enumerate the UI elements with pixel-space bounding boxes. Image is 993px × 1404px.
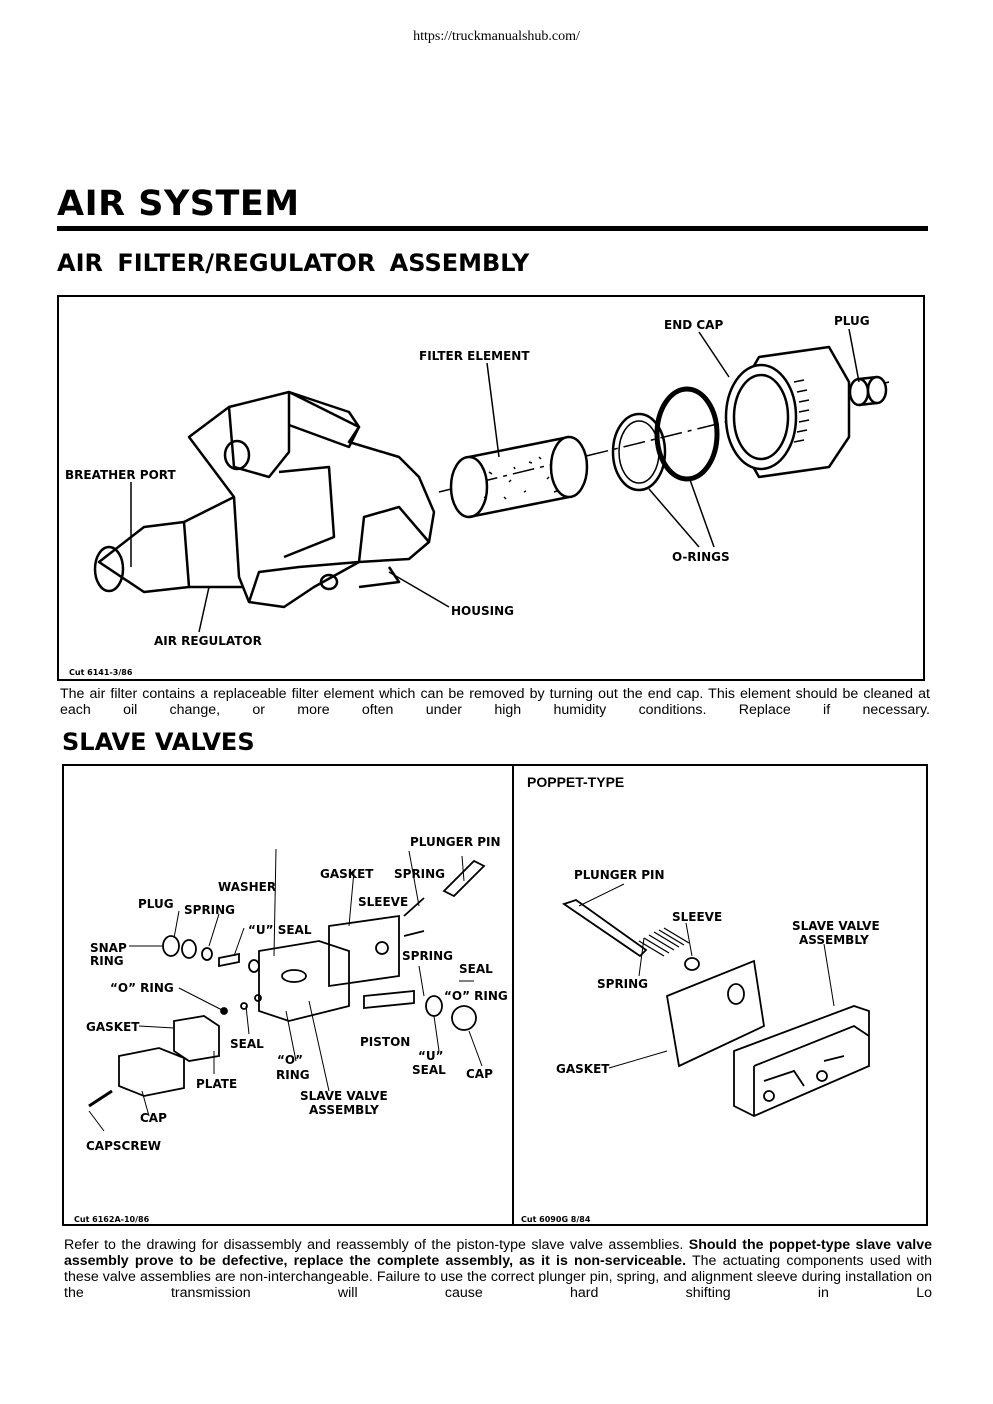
snap-label: SNAP — [90, 941, 127, 955]
source-url[interactable]: https://truckmanualshub.com/ — [413, 29, 580, 44]
gasket-label: GASKET — [86, 1020, 140, 1034]
seal-u-label: SEAL — [412, 1063, 446, 1077]
plug-label: PLUG — [834, 314, 870, 328]
poppet-slave-valve-label: SLAVE VALVE — [792, 919, 880, 933]
spring-mid-label: SPRING — [402, 949, 453, 963]
seal-lower-label: SEAL — [230, 1037, 264, 1051]
slave-valves-heading: SLAVE VALVES — [62, 728, 255, 756]
o-rings-label: O-RINGS — [672, 550, 730, 564]
capscrew-label: CAPSCREW — [86, 1139, 161, 1153]
filter-regulator-figure: END CAP PLUG FILTER ELEMENT BREATHER POR… — [57, 295, 925, 681]
title-rule — [57, 226, 928, 231]
o-ring-right-label: “O” RING — [444, 989, 508, 1003]
section-title: AIR SYSTEM — [57, 184, 300, 224]
poppet-plunger-pin-label: PLUNGER PIN — [574, 868, 665, 882]
u-seal-label: “U” SEAL — [248, 923, 312, 937]
sleeve-label: SLEEVE — [358, 895, 408, 909]
housing-label: HOUSING — [451, 604, 514, 618]
slave-valve-description: Refer to the drawing for disassembly and… — [64, 1237, 932, 1301]
figure-cut-number: Cut 6141-3/86 — [69, 668, 133, 677]
poppet-spring-label: SPRING — [597, 977, 648, 991]
breather-port-label: BREATHER PORT — [65, 468, 176, 482]
assembly-label: ASSEMBLY — [309, 1103, 379, 1117]
cap-right-label: CAP — [466, 1067, 493, 1081]
plunger-pin-label: PLUNGER PIN — [410, 835, 501, 849]
spring-label: SPRING — [184, 903, 235, 917]
slave-valves-figure: PLUNGER PIN GASKET SPRING WASHER SLEEVE … — [62, 764, 928, 1226]
ring-label: RING — [90, 954, 124, 968]
end-cap-label: END CAP — [664, 318, 723, 332]
o-quote-label: “O” — [277, 1053, 303, 1067]
slave-valve-label: SLAVE VALVE — [300, 1089, 388, 1103]
filter-regulator-heading: AIR FILTER/REGULATOR ASSEMBLY — [57, 249, 530, 277]
ring-lower-label: RING — [276, 1068, 310, 1082]
poppet-sleeve-label: SLEEVE — [672, 910, 722, 924]
o-ring-left-label: “O” RING — [110, 981, 174, 995]
gasket-top-label: GASKET — [320, 867, 374, 881]
slave-text-b: The actuating components used with these… — [64, 1253, 933, 1301]
filter-description: The air filter contains a replaceable fi… — [60, 686, 930, 718]
washer-label: WASHER — [218, 880, 276, 894]
slave-valves-drawing: PLUNGER PIN GASKET SPRING WASHER SLEEVE … — [74, 835, 880, 1224]
poppet-cut-number: Cut 6090G 8/84 — [521, 1215, 591, 1224]
poppet-type-title: POPPET-TYPE — [527, 774, 625, 790]
cap-label: CAP — [140, 1111, 167, 1125]
filter-regulator-drawing: END CAP PLUG FILTER ELEMENT BREATHER POR… — [65, 314, 890, 677]
u-quote-label: “U” — [418, 1049, 444, 1063]
slave-text-bold: Should the poppet-type slave valve assem… — [64, 1237, 932, 1269]
slave-text-a: Refer to the drawing for disassembly and… — [64, 1237, 689, 1253]
plate-label: PLATE — [196, 1077, 237, 1091]
poppet-gasket-label: GASKET — [556, 1062, 610, 1076]
spring-top-label: SPRING — [394, 867, 445, 881]
air-regulator-label: AIR REGULATOR — [154, 634, 262, 648]
piston-label: PISTON — [360, 1035, 410, 1049]
piston-cut-number: Cut 6162A-10/86 — [74, 1215, 150, 1224]
filter-element-label: FILTER ELEMENT — [419, 349, 530, 363]
panel-divider — [512, 764, 514, 1226]
plug-label-piston: PLUG — [138, 897, 174, 911]
seal-label: SEAL — [459, 962, 493, 976]
poppet-assembly-label: ASSEMBLY — [799, 933, 869, 947]
